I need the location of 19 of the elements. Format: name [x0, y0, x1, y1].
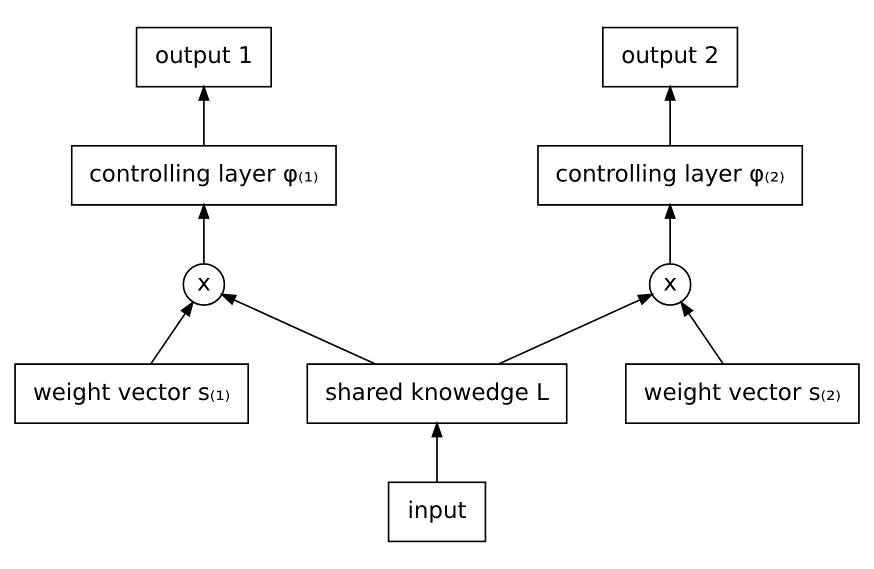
arrow	[431, 420, 443, 482]
arrow	[664, 202, 676, 264]
node-box: output 1	[136, 26, 272, 88]
node-box: input	[388, 482, 486, 542]
node-box: controlling layer φ₍₂₎	[537, 144, 804, 206]
node-circle: x	[182, 263, 226, 306]
arrow	[198, 84, 210, 146]
node-box: controlling layer φ₍₁₎	[70, 144, 337, 206]
node-circle: x	[648, 263, 692, 306]
arrow	[680, 300, 724, 364]
node-box: weight vector s₍₁₎	[14, 363, 250, 424]
arrow	[198, 202, 210, 264]
arrow	[498, 293, 654, 365]
node-box: shared knowedge L	[306, 363, 568, 424]
arrow	[664, 84, 676, 146]
arrow	[220, 293, 376, 365]
node-box: weight vector s₍₂₎	[624, 363, 860, 424]
node-box: output 2	[602, 26, 738, 88]
arrow	[150, 300, 194, 364]
